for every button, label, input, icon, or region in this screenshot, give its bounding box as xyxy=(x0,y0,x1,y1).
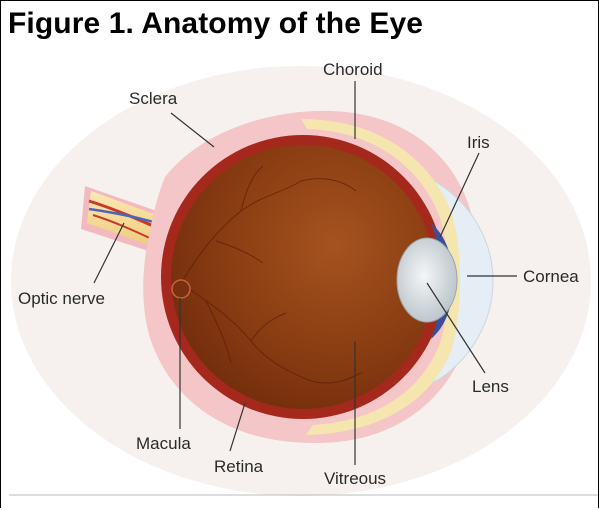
lens-shape xyxy=(397,238,457,322)
vitreous-label: Vitreous xyxy=(324,469,386,488)
optic-nerve-label: Optic nerve xyxy=(18,289,105,308)
choroid-label: Choroid xyxy=(323,60,383,79)
macula-shape xyxy=(172,280,190,298)
retina-label: Retina xyxy=(214,457,264,476)
macula-label: Macula xyxy=(136,434,191,453)
lens-label: Lens xyxy=(472,377,509,396)
vitreous-shape xyxy=(171,145,435,409)
sclera-label: Sclera xyxy=(129,89,178,108)
cornea-label: Cornea xyxy=(523,267,579,286)
iris-label: Iris xyxy=(467,133,490,152)
